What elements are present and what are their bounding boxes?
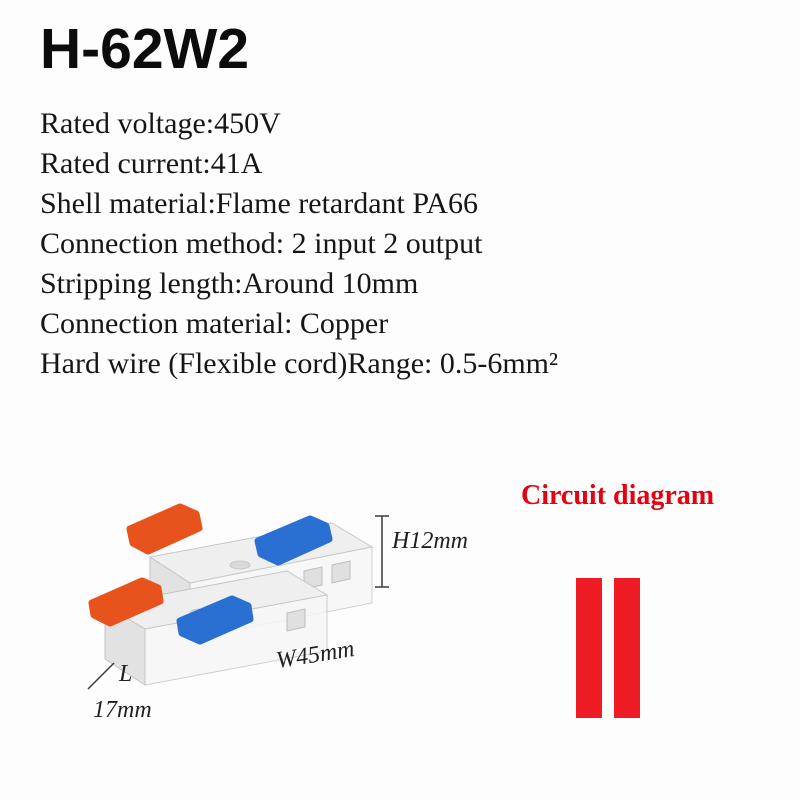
length-dimension-line [87, 662, 115, 690]
spec-line-shell: Shell material:Flame retardant PA66 [40, 187, 478, 220]
blue-lever-back [254, 515, 333, 566]
spec-line-material: Connection material: Copper [40, 307, 389, 340]
spec-line-current: Rated current:41A [40, 147, 263, 180]
spec-list: Rated voltage:450V Rated current:41A She… [40, 104, 558, 384]
circuit-bar-left [576, 578, 602, 718]
spec-line-connection: Connection method: 2 input 2 output [40, 227, 483, 260]
connector-illustration [87, 503, 389, 690]
orange-lever-back [126, 503, 203, 555]
circuit-bar-right [614, 578, 640, 718]
dimension-length-value: 17mm [93, 697, 152, 723]
spec-line-stripping: Stripping length:Around 10mm [40, 267, 419, 300]
dimension-length-letter: L [119, 661, 133, 687]
connector-front-block [103, 570, 329, 686]
circuit-diagram-title: Circuit diagram [521, 480, 715, 511]
height-dimension-line [375, 515, 389, 588]
connector-body-side-face [104, 604, 146, 686]
wire-port-hole [286, 608, 306, 632]
orange-lever-front [88, 577, 164, 627]
test-slot [229, 560, 251, 570]
dimension-height-label: H12mm [392, 528, 468, 554]
spec-line-wire-range: Hard wire (Flexible cord)Range: 0.5-6mm² [40, 347, 559, 380]
spec-line-voltage: Rated voltage:450V [40, 107, 281, 140]
wire-port-hole [331, 560, 351, 584]
product-title: H-62W2 [40, 17, 250, 81]
blue-lever-front [176, 595, 254, 645]
